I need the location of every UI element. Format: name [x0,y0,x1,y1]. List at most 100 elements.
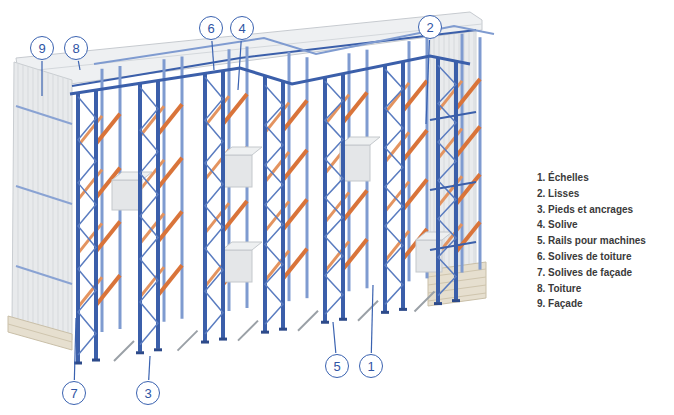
beam [78,116,102,146]
top-joist [70,56,470,94]
beam [78,277,102,307]
bracing [325,81,343,314]
bracing [205,77,223,334]
facade-rib [43,71,44,331]
part-label: 1. Échelles [537,172,589,184]
left-facade [12,62,72,340]
bracing [265,85,283,324]
beam [140,267,164,297]
brick-joint [8,324,72,342]
part-label: 3. Pieds et ancrages [537,204,633,216]
upright [94,90,98,359]
callout-circle: 5 [325,354,349,378]
upright [341,74,345,319]
callout-number: 1 [367,360,374,373]
back-upright [479,37,482,269]
beam [78,223,102,253]
part-label: 8. Toiture [537,283,581,295]
beam [265,251,289,281]
rail-lisse [430,182,476,190]
pallet-load [112,180,142,210]
beam [385,182,409,212]
callout-number: 6 [207,22,214,35]
callout-circle: 6 [199,16,223,40]
foot-plate [154,348,162,351]
facade-rib [18,63,19,324]
callout-circle: 4 [230,16,254,40]
leader-line [41,61,42,96]
rail-lisse [430,242,476,250]
pallet-top [112,172,152,180]
machine-rail [358,301,378,321]
facade-rib [28,66,29,326]
beam [325,95,349,125]
pallet-top [416,232,452,240]
foot-plate [201,341,209,344]
beam [78,170,102,200]
bracing [438,65,456,295]
leader-line [426,40,429,124]
callout-circle: 2 [418,15,442,39]
upright [454,61,458,299]
rail-lisse [430,112,476,120]
leader-line [149,356,150,380]
callout-number: 2 [426,21,433,34]
foot-plate [279,328,287,331]
upright [281,81,285,328]
foot-plate [381,311,389,314]
upright [156,81,160,349]
part-label: 4. Solive [537,219,578,231]
callout-number: 4 [238,22,245,35]
beam [385,83,409,113]
beam [438,176,462,206]
callout-circle: 9 [30,36,54,60]
leader-lines [42,40,429,380]
machine-rail [114,341,134,361]
beam [205,203,229,233]
leader-line [333,322,336,353]
leader-line [74,318,76,380]
facade-rib [48,73,49,333]
back-upright [163,59,166,321]
callout-circle: 8 [64,36,88,60]
part-label: 5. Rails pour machines [537,235,646,247]
facade-rib [58,76,59,336]
foot-plate [219,338,227,341]
part-label: 2. Lisses [537,188,579,200]
beam [385,231,409,261]
callout-number: 5 [333,360,340,373]
beam [140,106,164,136]
bracing [78,97,96,355]
facade-rib [23,65,24,326]
foot-plate [399,308,407,311]
machine-rail [415,291,435,311]
machine-rail [298,311,318,331]
beam [205,96,229,126]
upright [401,61,405,308]
foot-plate [92,359,100,362]
facade-joist [16,186,72,204]
beam [325,241,349,271]
foot-plate [261,331,269,334]
callout-circle: 3 [136,381,160,405]
facade-rib [38,69,39,329]
callout-number: 7 [70,387,77,400]
leader-line [238,41,241,90]
part-label: 6. Solives de toiture [537,251,631,263]
pallet-top [222,242,262,250]
beam [140,213,164,243]
leader-line [212,41,214,70]
upright [221,71,225,338]
callout-number: 3 [144,387,151,400]
rack-group [16,26,494,363]
facade-rib [63,77,64,337]
facade-rib [33,68,34,328]
beam [265,201,289,231]
machine-rail [178,331,198,351]
part-label: 9. Façade [537,298,583,310]
facade-joist [16,266,72,284]
facade-rib [474,18,475,272]
back-upright [101,69,104,332]
roof [16,12,482,84]
